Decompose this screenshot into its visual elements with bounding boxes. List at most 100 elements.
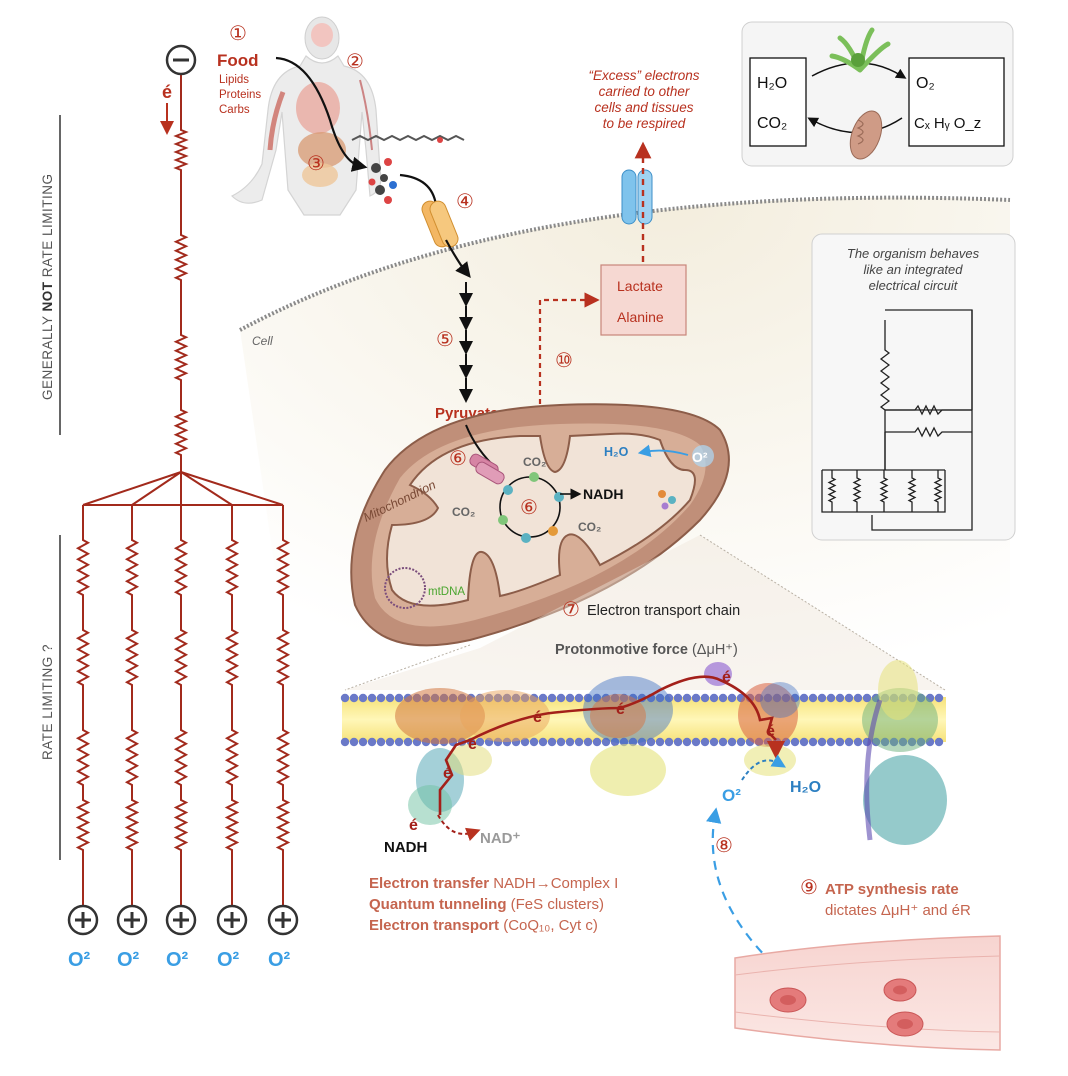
etc-e-6: é — [722, 669, 731, 686]
step-5: ⑤ — [436, 329, 454, 351]
tca-nadh: NADH — [583, 486, 623, 502]
human-body-illustration — [230, 16, 382, 216]
sketch-res-h2 — [885, 426, 972, 438]
tca-cycle — [498, 472, 564, 543]
atp-synthase — [862, 660, 947, 845]
pmf-rest: (ΔμH⁺) — [688, 642, 738, 658]
mito-h2o: H₂O — [604, 445, 629, 459]
note-2-rest: (FeS clusters) — [506, 896, 604, 913]
circuit-box-text: The organism behaves like an integrated … — [847, 246, 980, 293]
pmf-bold: Protonmotive force — [555, 642, 688, 658]
label-not-rate-limiting: GENERALLY NOT RATE LIMITING — [40, 173, 55, 400]
circuit-line-3: electrical circuit — [869, 278, 959, 293]
step-10: ⑩ — [555, 350, 573, 372]
pmf-label: Protonmotive force (ΔμH⁺) — [555, 642, 738, 658]
cell-label: Cell — [252, 334, 273, 348]
etc-notes-left: Electron transfer NADH→Complex I Quantum… — [369, 875, 618, 934]
circuit-line-1: The organism behaves — [847, 246, 980, 261]
transporter-lactate — [621, 169, 653, 225]
cycle-co2: CO₂ — [757, 115, 787, 132]
mtdna-label: mtDNA — [428, 586, 465, 598]
label-rate-limiting: RATE LIMITING ? — [40, 644, 55, 760]
sketch-parallel-resistor — [852, 470, 862, 512]
cycle-cxhyoz: Cₓ Hᵧ O_z — [914, 115, 981, 132]
note-3: Electron transport (CoQ₁₀, Cyt c) — [369, 917, 598, 934]
oxygen-label: O² — [166, 949, 189, 971]
etc-o2: O² — [722, 786, 741, 805]
step-6-carrier: ⑥ — [449, 448, 467, 470]
excess-line-4: to be respired — [603, 116, 686, 131]
tca-co2-left: CO₂ — [452, 505, 475, 519]
note-1-bold: Electron transfer — [369, 875, 489, 892]
step-4: ④ — [456, 191, 474, 213]
alanine-label: Alanine — [617, 309, 664, 325]
branch-wire — [224, 505, 240, 905]
etc-e-1: é — [409, 817, 418, 834]
sketch-parallel-resistor — [879, 470, 889, 512]
etc-e-2: é — [443, 765, 452, 782]
etc-e-7: é — [766, 723, 775, 740]
oxygen-label: O² — [117, 949, 140, 971]
note-1-rest: NADH→Complex I — [489, 875, 618, 892]
mitochondrion — [350, 403, 730, 647]
oxygen-label: O² — [268, 949, 291, 971]
blood-o2-arrow — [706, 807, 786, 976]
etc-nadh: NADH — [384, 839, 427, 856]
circuit-line-2: like an integrated — [863, 262, 963, 277]
note-right-bold: ATP synthesis rate — [825, 881, 959, 898]
mito-o2-glow — [692, 445, 714, 467]
pyruvate-carrier — [469, 453, 505, 485]
etc-e-3: é — [468, 736, 477, 753]
mito-o2: O² — [692, 449, 708, 465]
o2-to-h2o-arrow — [741, 754, 787, 781]
etc-title: Electron transport chain — [587, 603, 740, 619]
step-3: ③ — [307, 153, 325, 175]
note-2: Quantum tunneling (FeS clusters) — [369, 896, 604, 913]
food-title: Food — [217, 51, 259, 70]
positive-terminal — [267, 904, 299, 936]
label-nrl-2: NOT — [40, 281, 55, 311]
photosynthesis-respiration-box — [741, 21, 1014, 167]
blood-vessel — [734, 935, 1001, 1051]
mitochondrion-icon — [849, 110, 883, 160]
note-1: Electron transfer NADH→Complex I — [369, 875, 618, 892]
transporter-to-glycolysis-arrow — [445, 239, 471, 279]
food-item-lipids: Lipids — [219, 74, 249, 86]
etc-e-5: é — [616, 701, 625, 718]
sketch-res-h1 — [885, 404, 972, 416]
food-to-cell-arrow — [399, 173, 438, 206]
negative-terminal — [165, 44, 197, 76]
etc-e-4: é — [533, 709, 542, 726]
excess-electrons-text: “Excess” electrons carried to other cell… — [588, 68, 699, 131]
note-right-rest: dictates ΔμH⁺ and éR — [825, 902, 971, 919]
positive-terminal — [67, 904, 99, 936]
step-8: ⑧ — [715, 835, 733, 857]
cycle-o2: O₂ — [916, 75, 935, 92]
food-item-carbs: Carbs — [219, 104, 250, 116]
oxygen-label: O² — [217, 949, 240, 971]
circuit-sketch — [821, 309, 973, 531]
trunk-wire — [173, 74, 189, 472]
complex-i — [395, 688, 550, 825]
sketch-parallel-resistor — [827, 470, 837, 512]
label-nrl-1: GENERALLY — [40, 311, 55, 400]
positive-terminals: O² O² O² O² O² — [67, 904, 299, 971]
sketch-right-rail — [871, 310, 973, 531]
step-9: ⑨ — [800, 877, 818, 899]
positive-terminal — [216, 904, 248, 936]
positive-terminal — [165, 904, 197, 936]
food-pathway-arrow — [275, 56, 368, 172]
note-3-rest: (CoQ₁₀, Cyt c) — [499, 917, 598, 934]
note-3-bold: Electron transport — [369, 917, 499, 934]
nadh-to-nad-arrow — [437, 814, 481, 841]
transporter-glucose — [421, 200, 459, 248]
electron-label-left: é — [162, 82, 172, 102]
mtdna-icon — [384, 567, 426, 609]
step-7: ⑦ — [562, 599, 580, 621]
mito-o2-arrow — [637, 444, 689, 457]
label-nrl-3: RATE LIMITING — [40, 173, 55, 281]
cycle-h2o: H₂O — [757, 75, 787, 92]
branch-wire — [75, 505, 91, 905]
step-6-tca: ⑥ — [520, 497, 538, 519]
oxygen-label: O² — [68, 949, 91, 971]
